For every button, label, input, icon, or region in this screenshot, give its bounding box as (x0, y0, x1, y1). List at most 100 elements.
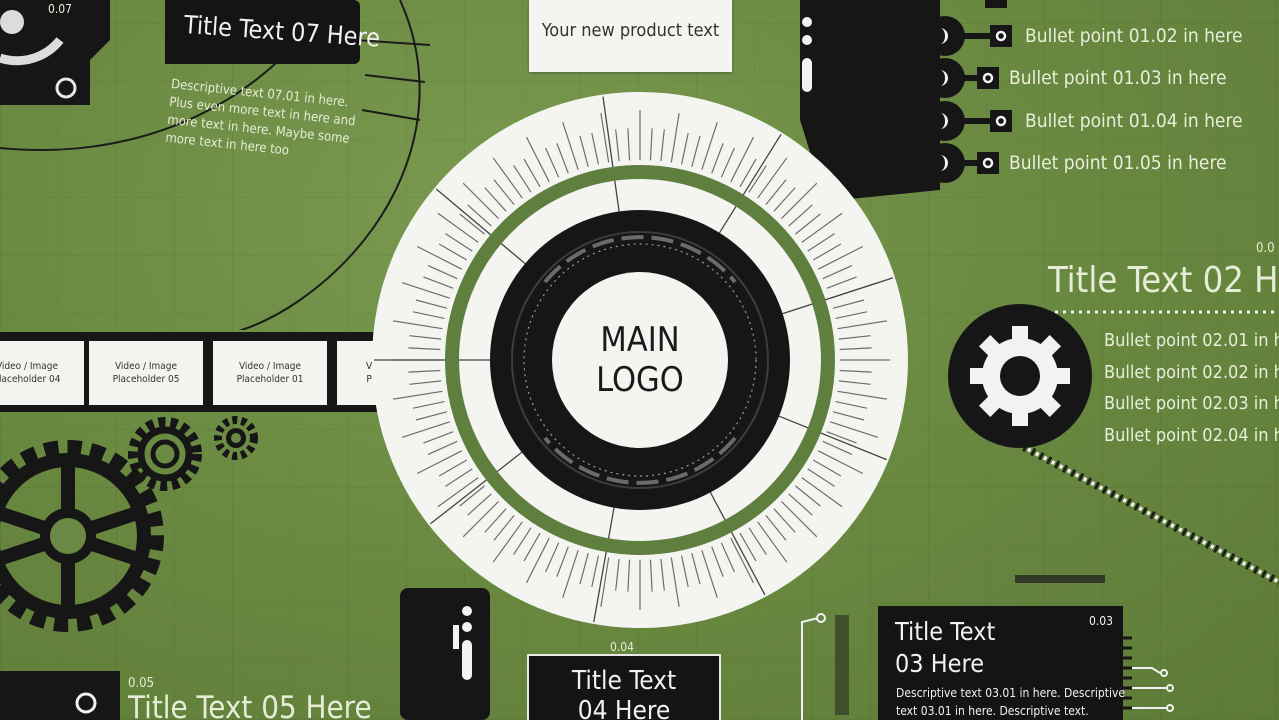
dial-tick (409, 380, 442, 385)
dial-divider (718, 134, 782, 234)
dial-divider (709, 492, 766, 596)
dial-tick (484, 187, 507, 212)
dial-tick (730, 136, 755, 183)
dial-tick (739, 158, 757, 188)
dial-tick (649, 128, 653, 161)
dial-tick (545, 147, 560, 178)
dial-tick (807, 233, 835, 252)
dial-tick (415, 299, 447, 309)
dial-tick (660, 558, 665, 591)
small-gear-icon (214, 416, 258, 460)
dial-tick (525, 136, 550, 183)
dial-tick (579, 135, 589, 167)
dial-tick (445, 233, 473, 252)
bullet-02-02: Bullet point 02.02 in here (1104, 362, 1279, 383)
dial-divider (782, 277, 894, 315)
dial-tick (467, 493, 492, 516)
dial-tick (445, 468, 473, 487)
title-03: Title Text 03 Here (895, 616, 995, 680)
dial-tick (615, 558, 620, 591)
dial-tick (801, 212, 843, 243)
dial-tick (412, 401, 445, 409)
dial-tick (681, 555, 689, 588)
dial-tick (484, 508, 507, 533)
dial-tick (765, 179, 787, 205)
dial-tick (795, 485, 821, 507)
placeholder-line: Video / Image (238, 361, 302, 372)
dial-tick (812, 459, 842, 477)
dial-tick (427, 265, 458, 280)
bullet-02-03: Bullet point 02.03 in here (1104, 393, 1279, 414)
dial-tick (812, 243, 842, 261)
dial-tick (670, 113, 680, 163)
dial-tick (627, 128, 631, 161)
dial-tick (701, 122, 718, 170)
bullet-01-05: Bullet point 01.05 in here (1009, 152, 1227, 174)
logo-line-1: MAIN (600, 320, 680, 360)
dial-tick (795, 213, 821, 235)
placeholder-line: Video / Image (114, 361, 178, 372)
dial-tick (780, 182, 818, 220)
title-07-box: Title Text 07 Here (165, 0, 381, 64)
dial-tick (416, 245, 463, 270)
dial-tick (562, 122, 579, 170)
dial-tick (788, 493, 813, 516)
dial-tick (660, 129, 665, 162)
dial-tick (837, 320, 887, 330)
dial-tick (807, 468, 835, 487)
dial-tick (493, 179, 515, 205)
dial-tick (600, 557, 610, 607)
dial-tick (462, 500, 500, 538)
dial-tick (408, 347, 441, 351)
dial-tick (467, 204, 492, 227)
title-03-box: 0.03 Title Text 03 Here Descriptive text… (878, 606, 1126, 720)
dial-tick (459, 485, 485, 507)
dial-divider (593, 507, 615, 623)
dial-tick (427, 440, 458, 455)
dial-tick (833, 411, 865, 421)
dial-tick (402, 282, 450, 299)
dial-tick (600, 113, 610, 163)
gear-02-decor (948, 304, 1279, 586)
dial-tick (492, 521, 523, 563)
dial-tick (545, 542, 560, 573)
dial-tick (393, 390, 443, 400)
section-04-number: 0.04 (610, 640, 635, 654)
dial-tick (423, 431, 454, 444)
product-text: Your new product text (541, 20, 720, 41)
dial-tick (765, 515, 787, 541)
dial-tick (838, 335, 871, 340)
dial-tick (780, 500, 818, 538)
placeholder-line: Placeholder 01 (236, 374, 304, 385)
dial-tick (562, 550, 579, 598)
dial-tick (839, 347, 872, 351)
dial-tick (459, 213, 485, 235)
placeholder-line: V (366, 361, 373, 372)
bullet-01-device (800, 0, 1012, 200)
dial-tick (408, 369, 441, 373)
section-04-device (400, 588, 490, 720)
dial-tick (822, 265, 853, 280)
section-02-number: 0.0 (1256, 241, 1275, 256)
title-03-line-2: 03 Here (895, 649, 985, 678)
main-logo-text: MAIN LOGO (570, 320, 710, 400)
dial-tick (579, 553, 589, 585)
dial-tick (739, 532, 757, 562)
title-07: Title Text 07 Here (182, 10, 381, 53)
dial-tick (523, 158, 541, 188)
dial-tick (837, 390, 887, 400)
description-03-line: Descriptive text 03.01 in here. Descript… (896, 686, 1126, 700)
dial-tick (409, 335, 442, 340)
dial-tick (838, 380, 871, 385)
dial-tick (649, 559, 653, 592)
dial-tick (423, 276, 454, 289)
bullet-01-04: Bullet point 01.04 in here (1025, 110, 1243, 132)
dial-tick (839, 369, 872, 373)
dial-tick (513, 165, 532, 193)
dial-tick (817, 450, 864, 475)
dial-tick (437, 477, 479, 508)
